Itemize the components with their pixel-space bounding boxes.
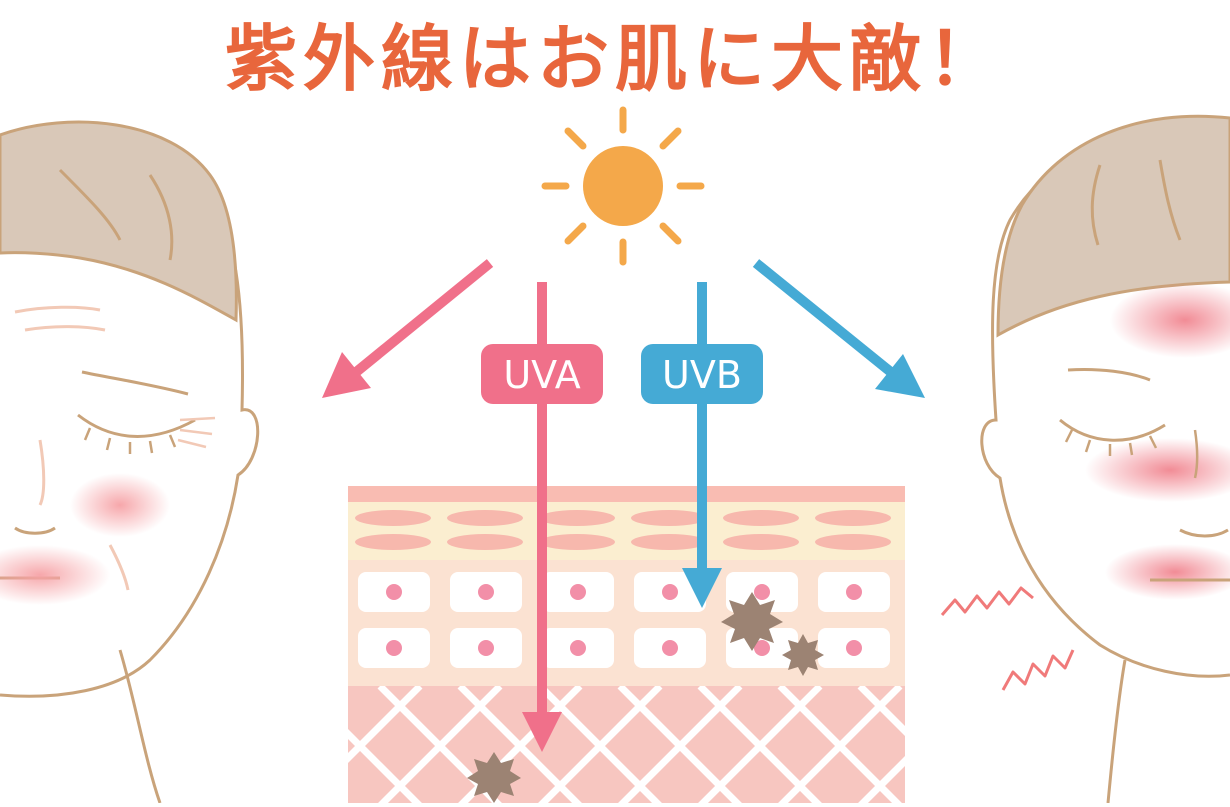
left-face-eye: [77, 413, 196, 438]
irritation-squiggle-icon-2: [1001, 649, 1075, 691]
left-neck: [118, 649, 162, 804]
right-neck: [1106, 659, 1127, 804]
skin-layer-cross-section: [348, 486, 905, 803]
sensitive-face-right: [940, 114, 1230, 804]
melanin-spot-icon-2: [782, 634, 824, 676]
melanin-spots: [467, 592, 824, 803]
uva-label: UVA: [503, 353, 580, 397]
melanin-spot-icon-3: [467, 752, 521, 803]
right-face-eye: [1059, 418, 1166, 442]
aging-face-left: [0, 120, 260, 804]
irritation-squiggle-icon: [940, 586, 1034, 616]
sun-icon: [541, 106, 705, 266]
page-title: 紫外線はお肌に大敵！: [224, 16, 1005, 101]
right-hair-band: [996, 114, 1230, 338]
uvb-arrows: [682, 259, 925, 608]
uvb-label: UVB: [662, 353, 742, 397]
melanin-spot-icon: [721, 592, 783, 651]
left-hair-band: [0, 120, 238, 323]
uvb-label-badge: UVB: [641, 344, 763, 404]
uva-label-badge: UVA: [481, 344, 603, 404]
